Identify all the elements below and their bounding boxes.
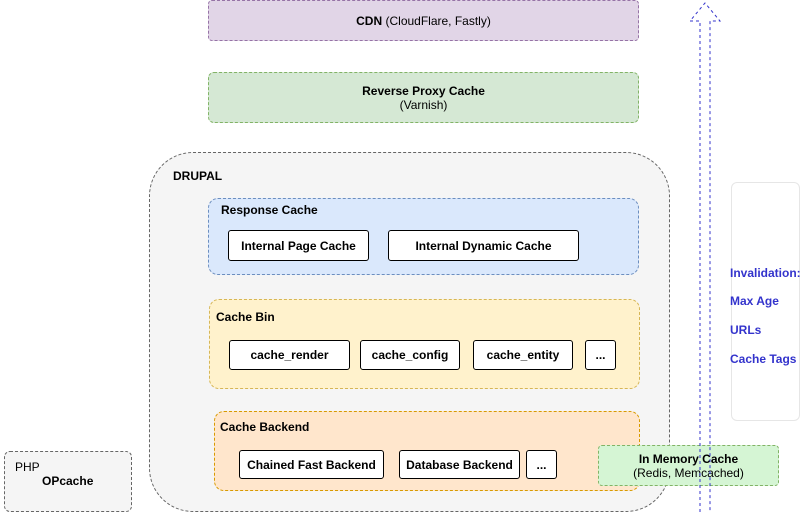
chained-fast-backend-box: Chained Fast Backend <box>239 450 384 479</box>
reverse-proxy-detail: (Varnish) <box>399 97 448 112</box>
drupal-label: DRUPAL <box>173 169 223 183</box>
cdn-layer: CDN (CloudFlare, Fastly) <box>208 0 639 41</box>
database-backend-box: Database Backend <box>399 450 520 479</box>
cache-bin-label: Cache Bin <box>216 310 275 324</box>
cdn-detail: (CloudFlare, Fastly) <box>385 13 491 28</box>
internal-page-cache-box: Internal Page Cache <box>228 230 369 261</box>
cache-render-box: cache_render <box>229 340 350 370</box>
invalidation-panel <box>731 182 800 421</box>
in-memory-title: In Memory Cache <box>638 451 739 466</box>
cache-config-box: cache_config <box>360 340 460 370</box>
internal-dynamic-cache-box: Internal Dynamic Cache <box>388 230 579 261</box>
invalidation-title: Invalidation: <box>730 266 801 280</box>
in-memory-detail: (Redis, Memcached) <box>633 465 744 480</box>
invalidation-cache-tags: Cache Tags <box>730 352 797 366</box>
cache-entity-box: cache_entity <box>473 340 573 370</box>
cache-bin-more-box: ... <box>585 340 616 370</box>
cache-backend-more-box: ... <box>526 450 557 479</box>
php-label: PHP <box>15 460 40 474</box>
invalidation-max-age: Max Age <box>730 294 779 308</box>
reverse-proxy-layer: Reverse Proxy Cache (Varnish) <box>208 72 639 123</box>
php-box <box>4 451 132 512</box>
opcache-label: OPcache <box>42 474 94 488</box>
reverse-proxy-title: Reverse Proxy Cache <box>362 83 485 98</box>
cdn-title: CDN <box>356 13 383 28</box>
invalidation-urls: URLs <box>730 323 762 337</box>
cache-backend-label: Cache Backend <box>220 420 310 434</box>
in-memory-cache-box: In Memory Cache (Redis, Memcached) <box>598 445 779 486</box>
response-cache-label: Response Cache <box>221 203 318 217</box>
